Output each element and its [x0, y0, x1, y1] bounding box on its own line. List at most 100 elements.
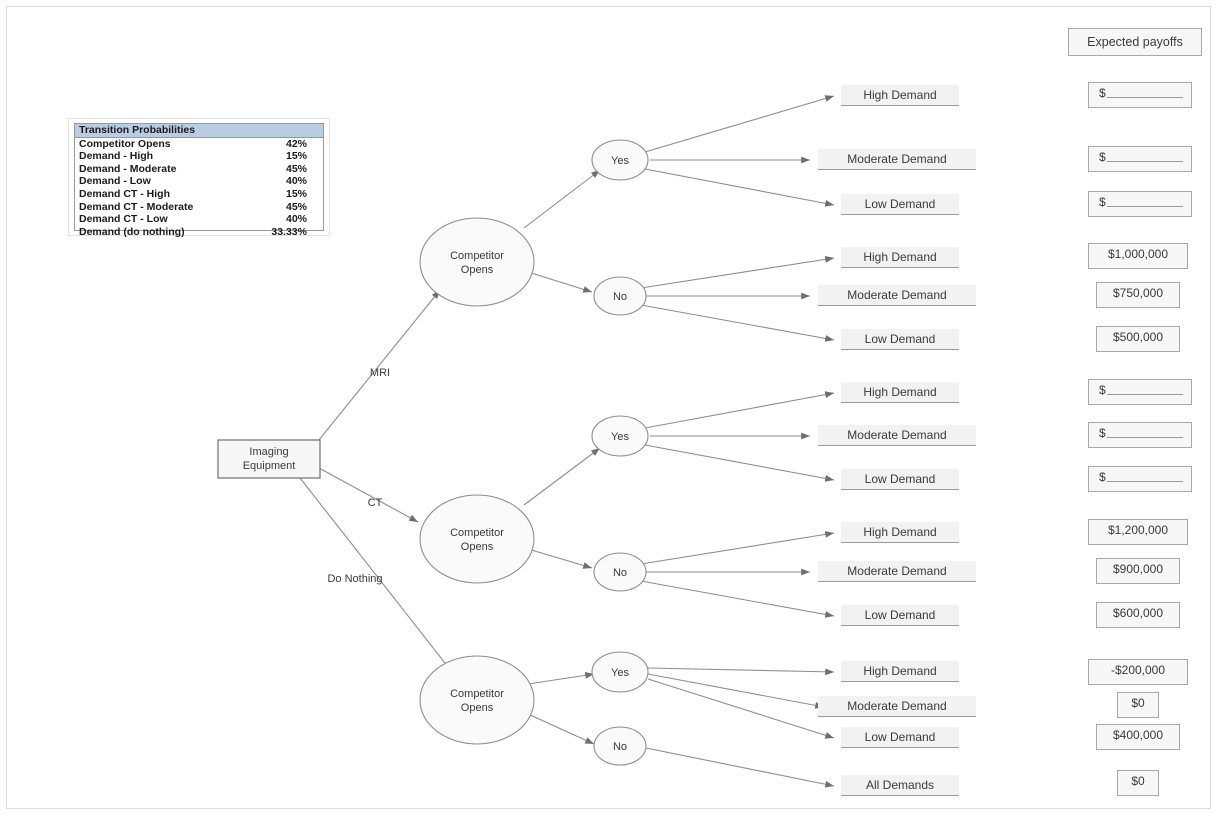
expected-payoffs-header: Expected payoffs — [1068, 28, 1202, 56]
payoff-mri-yes-moderate[interactable]: $ — [1088, 146, 1192, 172]
tp-value: 45% — [285, 162, 307, 175]
leaf-mri-yes-moderate[interactable]: Moderate Demand — [818, 149, 976, 170]
payoff-dn-no-all[interactable]: $0 — [1117, 770, 1159, 796]
tp-label: Demand CT - High — [79, 187, 170, 200]
edge-mri-yes-low — [644, 168, 835, 207]
node-dn-yes-label: Yes — [611, 667, 629, 679]
payoff-currency: $ — [1099, 470, 1106, 484]
tp-value: 40% — [285, 213, 307, 226]
payoff-ct-yes-high[interactable]: $ — [1088, 379, 1192, 405]
edge-ct-no-low — [640, 580, 835, 618]
edge-ct-no — [527, 548, 593, 569]
payoff-currency: $ — [1099, 426, 1106, 440]
edge-mri-yes-high — [644, 95, 835, 153]
node-ct-yes[interactable] — [591, 415, 649, 457]
node-dn-no[interactable] — [593, 726, 647, 766]
edge-ct-yes-low — [644, 444, 835, 482]
payoff-blank-line — [1106, 195, 1183, 207]
tp-value: 15% — [285, 150, 307, 163]
node-competitor-opens-ct[interactable] — [419, 494, 535, 584]
node-competitor-opens-dn-line1: Competitor — [450, 688, 504, 700]
payoff-ct-yes-low[interactable]: $ — [1088, 466, 1192, 492]
leaf-ct-no-low[interactable]: Low Demand — [841, 605, 959, 626]
payoff-blank-line — [1106, 86, 1183, 98]
payoff-mri-no-moderate[interactable]: $750,000 — [1096, 282, 1180, 308]
leaf-dn-yes-moderate[interactable]: Moderate Demand — [818, 696, 976, 717]
payoff-currency: $ — [1099, 86, 1106, 100]
branch-label-mri: MRI — [370, 367, 390, 379]
payoff-blank-line — [1106, 150, 1183, 162]
leaf-ct-yes-moderate[interactable]: Moderate Demand — [818, 425, 976, 446]
tp-label: Demand CT - Low — [79, 213, 168, 226]
edge-mri — [318, 289, 441, 441]
edge-dn-yes-low — [647, 678, 835, 739]
edge-dn-yes-high — [647, 667, 835, 676]
tp-value: 15% — [285, 187, 307, 200]
payoff-ct-no-moderate[interactable]: $900,000 — [1096, 558, 1180, 584]
leaf-ct-no-high[interactable]: High Demand — [841, 522, 959, 543]
tp-row: Demand (do nothing)33.33% — [75, 226, 323, 239]
node-imaging-equipment-line2: Equipment — [243, 460, 296, 472]
tp-value: 42% — [285, 137, 307, 150]
branch-label-do-nothing: Do Nothing — [327, 573, 382, 585]
edge-mri-yes — [523, 169, 601, 229]
leaf-ct-no-moderate[interactable]: Moderate Demand — [818, 561, 976, 582]
node-mri-no[interactable] — [593, 276, 647, 316]
leaf-mri-yes-low[interactable]: Low Demand — [841, 194, 959, 215]
leaf-dn-yes-high[interactable]: High Demand — [841, 661, 959, 682]
payoff-mri-no-low[interactable]: $500,000 — [1096, 326, 1180, 352]
leaf-dn-yes-low[interactable]: Low Demand — [841, 727, 959, 748]
payoff-ct-no-low[interactable]: $600,000 — [1096, 602, 1180, 628]
node-competitor-opens-mri-line2: Opens — [461, 264, 494, 276]
edge-ct-yes — [523, 447, 601, 506]
payoff-currency: $ — [1099, 195, 1106, 209]
leaf-ct-yes-high[interactable]: High Demand — [841, 382, 959, 403]
tp-row: Competitor Opens 42% — [75, 137, 323, 150]
leaf-mri-no-low[interactable]: Low Demand — [841, 329, 959, 350]
tp-label: Demand - Low — [79, 175, 151, 188]
node-competitor-opens-do-nothing[interactable] — [419, 655, 535, 745]
payoff-ct-yes-moderate[interactable]: $ — [1088, 422, 1192, 448]
payoff-currency: $ — [1099, 150, 1106, 164]
tp-row: Demand - Moderate 45% — [75, 163, 323, 176]
edge-do-nothing — [299, 477, 453, 673]
edge-dn-no — [527, 713, 595, 745]
payoff-dn-yes-high[interactable]: -$200,000 — [1088, 659, 1188, 685]
edge-ct-yes-high — [644, 391, 835, 429]
node-mri-yes[interactable] — [591, 139, 649, 181]
edge-mri-no-low — [640, 304, 835, 342]
tp-label: Demand CT - Moderate — [79, 200, 194, 213]
payoff-mri-yes-high[interactable]: $ — [1088, 82, 1192, 108]
tp-row: Demand CT - High 15% — [75, 188, 323, 201]
edge-dn-yes-moderate — [647, 673, 825, 709]
node-competitor-opens-mri-line1: Competitor — [450, 250, 504, 262]
node-competitor-opens-dn-line2: Opens — [461, 702, 494, 714]
tp-value: 33.33% — [271, 225, 307, 238]
leaf-mri-yes-high[interactable]: High Demand — [841, 85, 959, 106]
node-dn-yes[interactable] — [591, 651, 649, 693]
payoff-currency: $ — [1099, 383, 1106, 397]
node-imaging-equipment[interactable] — [217, 439, 321, 479]
node-ct-no[interactable] — [593, 552, 647, 592]
node-competitor-opens-mri[interactable] — [419, 217, 535, 307]
leaf-dn-no-all[interactable]: All Demands — [841, 775, 959, 796]
node-dn-no-label: No — [613, 741, 627, 753]
payoff-dn-yes-moderate[interactable]: $0 — [1117, 692, 1159, 718]
leaf-mri-no-high[interactable]: High Demand — [841, 247, 959, 268]
payoff-ct-no-high[interactable]: $1,200,000 — [1088, 519, 1188, 545]
transition-probabilities-table: Transition Probabilities Competitor Open… — [74, 123, 324, 238]
node-imaging-equipment-line1: Imaging — [249, 446, 288, 458]
leaf-mri-no-moderate[interactable]: Moderate Demand — [818, 285, 976, 306]
payoff-mri-no-high[interactable]: $1,000,000 — [1088, 243, 1188, 269]
payoff-blank-line — [1106, 470, 1183, 482]
tp-label: Competitor Opens — [79, 137, 171, 150]
branch-label-ct: CT — [368, 497, 383, 509]
leaf-ct-yes-low[interactable]: Low Demand — [841, 469, 959, 490]
payoff-mri-yes-low[interactable]: $ — [1088, 191, 1192, 217]
payoff-dn-yes-low[interactable]: $400,000 — [1096, 724, 1180, 750]
tp-label: Demand - Moderate — [79, 162, 177, 175]
edge-mri-no — [527, 271, 593, 293]
